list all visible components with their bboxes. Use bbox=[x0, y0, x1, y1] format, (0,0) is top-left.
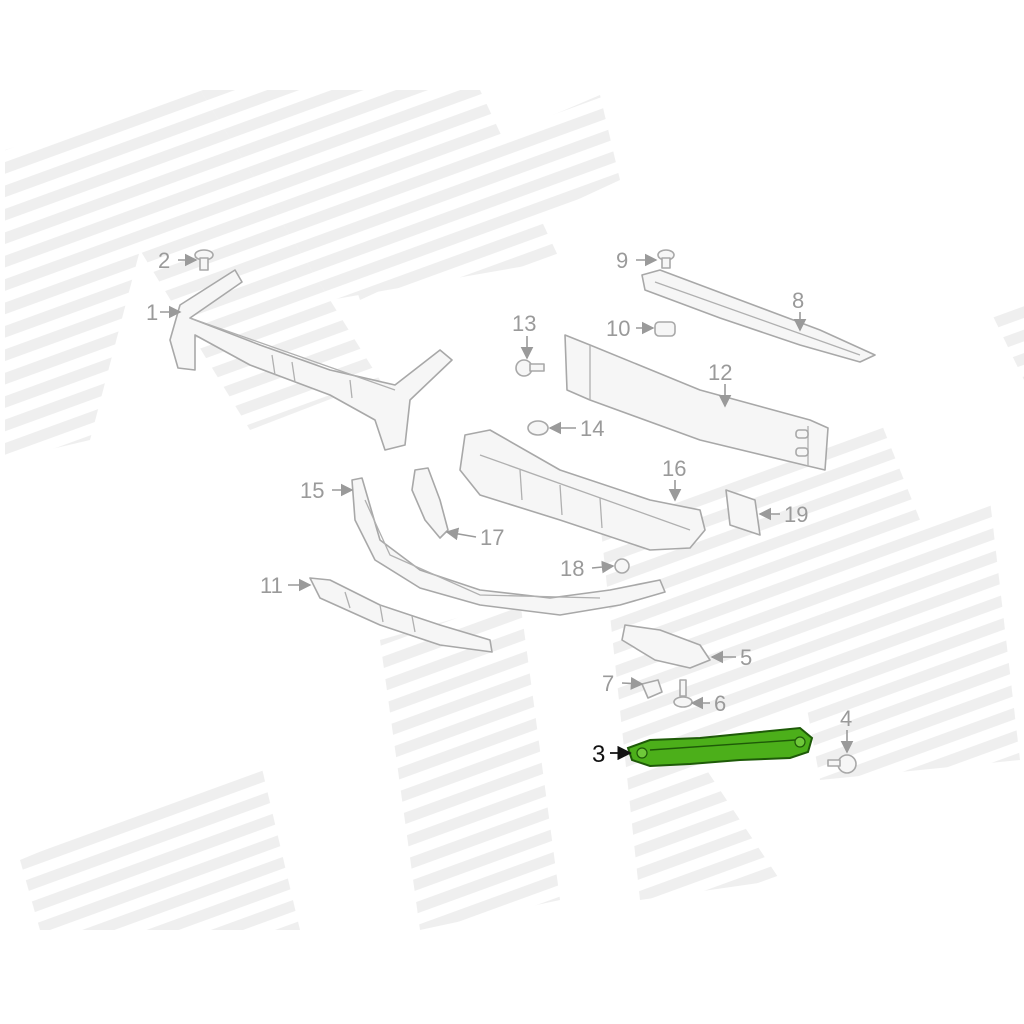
part-16-absorber[interactable] bbox=[459, 429, 706, 551]
callout-13: 13 bbox=[512, 311, 536, 336]
callout-arrows bbox=[160, 253, 854, 761]
callout-1: 1 bbox=[146, 300, 158, 325]
part-13-bolt[interactable] bbox=[515, 359, 545, 377]
callout-16: 16 bbox=[662, 456, 686, 481]
part-4-push-pin[interactable] bbox=[827, 754, 857, 774]
part-2-bolt[interactable] bbox=[194, 249, 214, 271]
callout-7: 7 bbox=[602, 671, 614, 696]
callout-10: 10 bbox=[606, 316, 630, 341]
callout-15: 15 bbox=[300, 478, 324, 503]
watermark bbox=[5, 90, 1024, 930]
part-11-lower-support[interactable] bbox=[309, 577, 493, 653]
callout-14: 14 bbox=[580, 416, 604, 441]
part-18-fastener[interactable] bbox=[614, 558, 630, 574]
callout-17: 17 bbox=[480, 525, 504, 550]
part-10-bumper-pad[interactable] bbox=[654, 321, 676, 337]
part-5-bracket[interactable] bbox=[621, 624, 711, 669]
callout-2: 2 bbox=[158, 248, 170, 273]
part-15-lower-bar[interactable] bbox=[351, 477, 666, 616]
part-9-clip[interactable] bbox=[657, 249, 675, 269]
callout-5: 5 bbox=[740, 645, 752, 670]
callout-11: 11 bbox=[260, 573, 283, 598]
callout-12: 12 bbox=[708, 360, 732, 385]
callout-19: 19 bbox=[784, 502, 808, 527]
part-17-bracket[interactable] bbox=[411, 467, 449, 539]
callout-8: 8 bbox=[792, 288, 804, 313]
part-12-reinforcement[interactable] bbox=[564, 334, 829, 471]
part-19-plate[interactable] bbox=[725, 489, 761, 536]
callout-18: 18 bbox=[560, 556, 584, 581]
part-14-push-pin[interactable] bbox=[527, 420, 549, 436]
part-3-highlighted-bracket[interactable] bbox=[626, 726, 814, 768]
part-7-clip[interactable] bbox=[641, 679, 663, 699]
callout-3: 3 bbox=[592, 741, 605, 768]
callout-6: 6 bbox=[714, 691, 726, 716]
callout-4: 4 bbox=[840, 706, 852, 731]
part-1-upper-support[interactable] bbox=[169, 269, 453, 451]
callout-labels: 1 2 3 4 5 6 7 8 9 10 11 12 13 14 15 16 1… bbox=[146, 248, 852, 768]
part-8-deflector[interactable] bbox=[641, 269, 876, 363]
callout-9: 9 bbox=[616, 248, 628, 273]
